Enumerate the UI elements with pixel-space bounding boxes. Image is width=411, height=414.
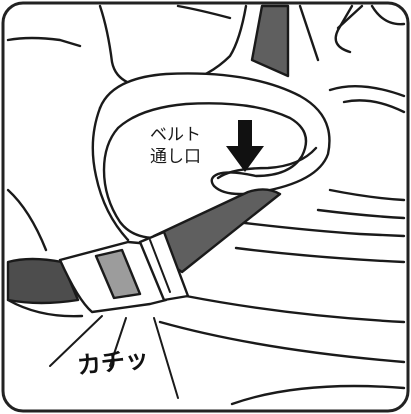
buckle-tongue: [138, 230, 190, 302]
belt-guide-label-line2: 通し口: [150, 147, 201, 167]
left-belt-strip: [6, 257, 80, 305]
belt-guide-armrest: [91, 72, 331, 242]
click-emphasis-lines: [49, 315, 179, 399]
belt-guide-label-line1: ベルト: [150, 125, 201, 145]
shoulder-belt-strip: [250, 4, 290, 78]
seat-cushion: [6, 188, 406, 406]
down-arrow-icon: [226, 120, 264, 172]
buckle-housing: [58, 240, 168, 314]
